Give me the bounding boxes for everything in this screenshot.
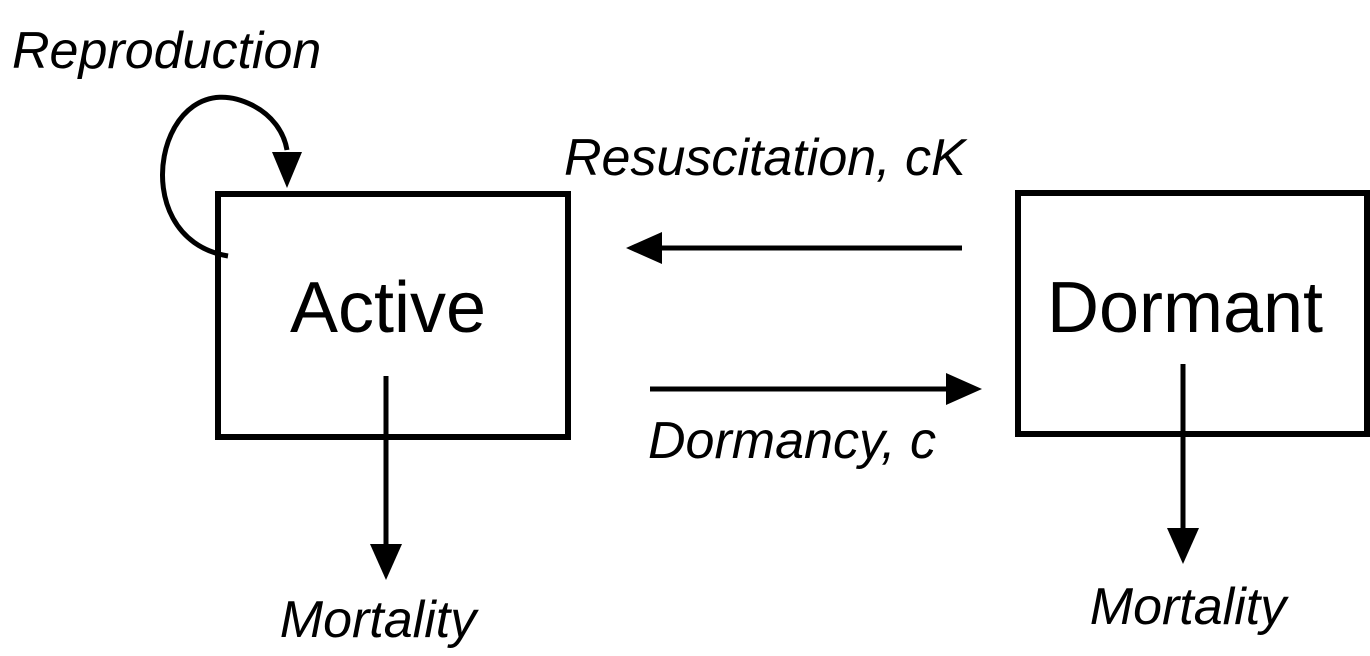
dormant-mortality-label: Mortality [1090,578,1289,636]
active-state-box [215,191,571,440]
active-mortality-arrowhead [370,544,402,580]
dormancy-label: Dormancy, c [648,412,936,470]
reproduction-label: Reproduction [12,22,321,80]
dormancy-arrowhead [946,373,982,405]
active-mortality-label: Mortality [280,591,479,649]
dormant-state-label: Dormant [1047,268,1323,348]
dormant-mortality-arrowhead [1167,528,1199,564]
active-state-label: Active [290,268,486,348]
reproduction-loop-arrow [160,94,290,259]
dormant-state-box [1015,190,1370,437]
reproduction-arrowhead [272,152,302,188]
resuscitation-arrowhead [626,232,662,264]
resuscitation-label: Resuscitation, cK [564,129,968,187]
